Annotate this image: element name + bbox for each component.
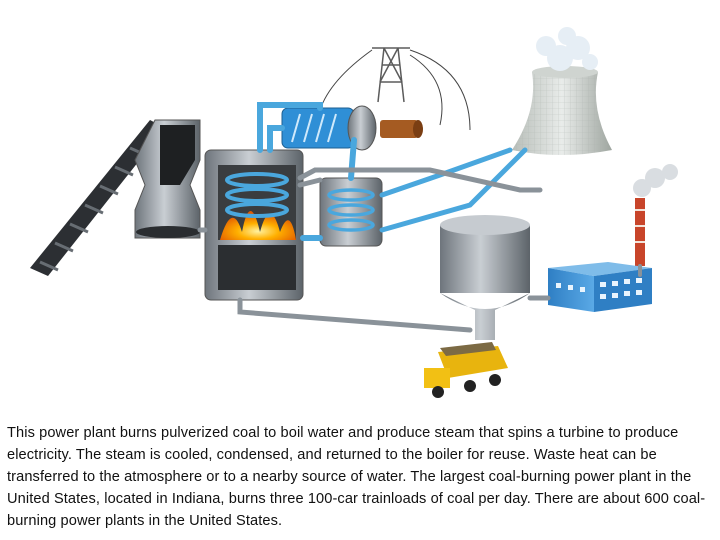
figure-caption: This power plant burns pulverized coal t… — [7, 425, 706, 529]
coal-conveyor-belt — [30, 120, 165, 276]
ash-silo — [440, 215, 530, 340]
condenser — [319, 177, 383, 247]
steam-turbine — [281, 105, 377, 151]
piping-network — [197, 102, 642, 333]
furnace-flame-icon — [220, 211, 296, 240]
electric-generator — [380, 120, 423, 138]
coal-power-plant-illustration — [30, 27, 678, 398]
smokestack — [633, 164, 678, 266]
ash-truck — [424, 342, 508, 398]
boiler — [204, 149, 304, 301]
cooling-tower — [512, 27, 612, 155]
smoke-icon — [633, 164, 678, 197]
boiler-water-coils — [225, 172, 289, 218]
coal-pulverizer — [134, 119, 201, 239]
transmission-tower-icon — [319, 47, 471, 131]
steam-plume-icon — [536, 27, 598, 71]
control-building — [548, 262, 652, 312]
